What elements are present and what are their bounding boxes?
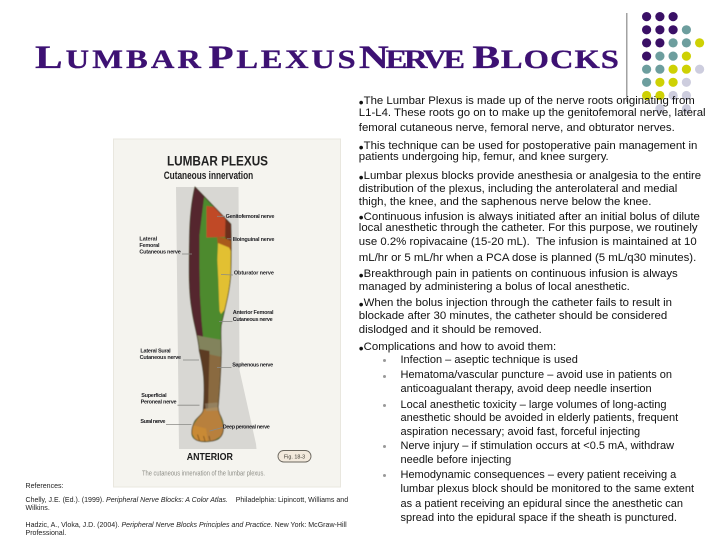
- svg-text:Cutaneous innervation: Cutaneous innervation: [164, 170, 254, 182]
- svg-text:Anterior Femoral: Anterior Femoral: [233, 310, 274, 316]
- svg-text:Fig. 18-3: Fig. 18-3: [284, 455, 305, 461]
- svg-text:Lateral Sural: Lateral Sural: [140, 349, 171, 355]
- svg-text:Saphenous nerve: Saphenous nerve: [232, 362, 273, 368]
- svg-text:Femoral: Femoral: [139, 243, 160, 249]
- svg-text:Genitofemoral nerve: Genitofemoral nerve: [226, 214, 275, 220]
- svg-text:Cutaneous nerve: Cutaneous nerve: [139, 250, 180, 256]
- svg-text:Lateral: Lateral: [139, 237, 157, 243]
- svg-text:Sural nerve: Sural nerve: [140, 419, 165, 425]
- svg-text:Superficial: Superficial: [141, 393, 167, 399]
- svg-text:ANTERIOR: ANTERIOR: [187, 452, 234, 463]
- svg-text:Cutaneous nerve: Cutaneous nerve: [233, 317, 273, 323]
- svg-text:Ilioinguinal nerve: Ilioinguinal nerve: [233, 237, 275, 243]
- svg-text:Obturator nerve: Obturator nerve: [234, 271, 274, 277]
- svg-text:LUMBAR PLEXUS: LUMBAR PLEXUS: [167, 154, 268, 169]
- svg-text:Cutaneous nerve: Cutaneous nerve: [140, 355, 182, 361]
- svg-text:Deep peroneal nerve: Deep peroneal nerve: [223, 425, 270, 431]
- svg-text:The cutaneous innervation of t: The cutaneous innervation of the lumbar …: [142, 471, 265, 478]
- svg-text:Peroneal nerve: Peroneal nerve: [141, 399, 177, 405]
